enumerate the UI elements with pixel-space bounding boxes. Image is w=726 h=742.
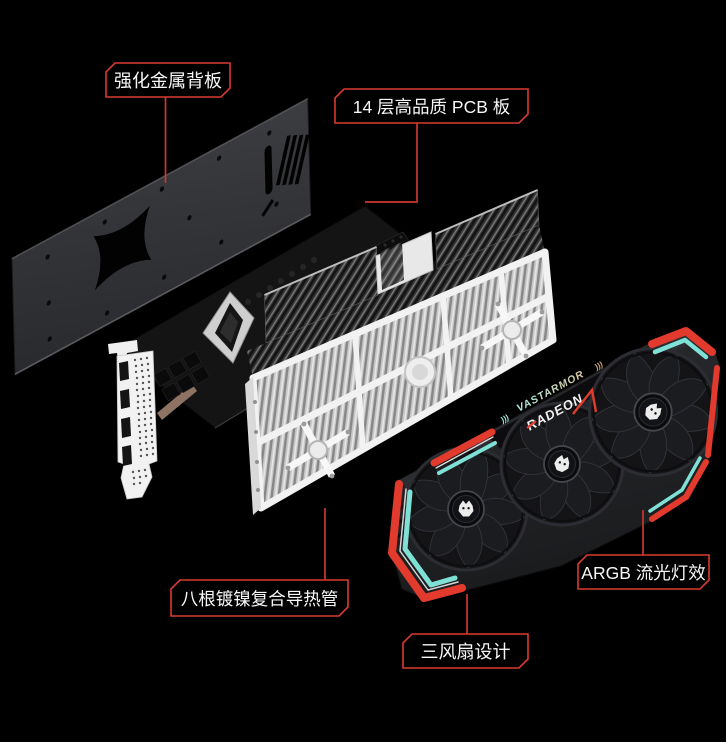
metal-backplate (11, 97, 312, 376)
gpu-die (202, 291, 255, 364)
callout-box (105, 62, 231, 98)
callout-label-fans: 三风扇设计 (421, 642, 511, 662)
callout-box (170, 579, 349, 617)
leader-line (365, 123, 418, 203)
heatsink-side-cap (245, 377, 261, 515)
vrm-chokes (152, 350, 211, 402)
callout-label-pcb: 14 层高品质 PCB 板 (353, 97, 511, 117)
callout-label-heatpipes: 八根镀镍复合导热管 (181, 589, 339, 609)
callout-pcb: 14 层高品质 PCB 板 (334, 88, 529, 203)
fan-shroud: ))) VASTARMOR ))) RADEON (388, 320, 726, 602)
accent-stripes (388, 327, 720, 602)
io-bracket (108, 340, 158, 500)
callout-box (577, 554, 710, 590)
callouts: 强化金属背板 14 层高品质 PCB 板 八根镀镍复合导热管 三风扇设计 ARG… (105, 62, 710, 669)
brand-marks-left: ))) (498, 413, 510, 425)
callout-label-argb: ARGB 流光灯效 (581, 563, 705, 583)
backplate-vents (261, 134, 310, 217)
port-slots (119, 361, 132, 466)
fan-mount-right (480, 302, 544, 358)
callout-heatpipes: 八根镀镍复合导热管 (170, 508, 349, 617)
callout-backplate: 强化金属背板 (105, 62, 231, 183)
argb-light-strip (705, 365, 720, 458)
callout-box (334, 88, 529, 124)
x-cutout (93, 205, 152, 291)
callout-box (402, 633, 529, 669)
heatsink-top-fins (247, 225, 545, 378)
fan-mount-left (286, 422, 350, 478)
pcie-edge-connector (157, 384, 197, 420)
callout-fans: 三风扇设计 (402, 594, 529, 669)
brand-marks-right: ))) (592, 360, 604, 372)
radeon-chevron-icon (572, 387, 598, 415)
callout-label-backplate: 强化金属背板 (114, 71, 222, 91)
callout-argb: ARGB 流光灯效 (577, 510, 710, 590)
bracket-perforation (131, 356, 155, 486)
screw-holes (45, 130, 279, 342)
heatsink (245, 189, 557, 515)
